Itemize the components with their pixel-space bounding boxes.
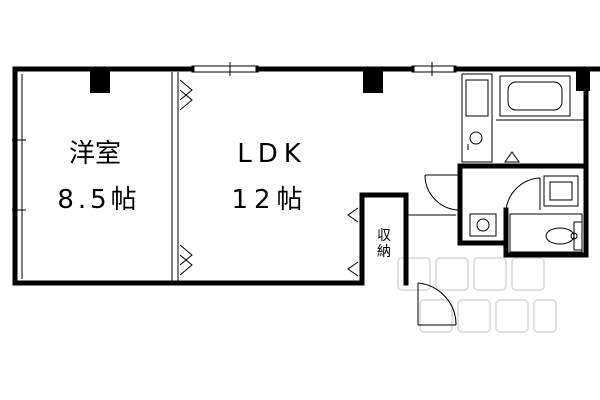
entrance-door — [406, 214, 457, 326]
ldk-name: LDK — [237, 139, 307, 169]
kitchen-counter — [461, 73, 493, 163]
wash-basin — [469, 175, 579, 237]
western-room-name: 洋室 — [69, 139, 121, 169]
bathtub — [496, 75, 586, 121]
toilet — [509, 213, 583, 253]
sliding-door-marks — [179, 79, 359, 277]
top-windows — [191, 62, 457, 76]
left-window — [12, 74, 26, 279]
western-room-size: 8.5帖 — [57, 185, 140, 215]
storage-label-bottom: 納 — [377, 244, 391, 260]
bath-area-door — [424, 151, 520, 211]
storage-label-top: 収 — [377, 228, 391, 244]
partition-wall — [171, 72, 179, 281]
laundry-door — [505, 177, 541, 211]
ldk-size: 12帖 — [231, 185, 308, 215]
structural-columns — [90, 69, 590, 93]
watermark-logo — [397, 257, 557, 333]
exterior-walls — [12, 66, 600, 286]
